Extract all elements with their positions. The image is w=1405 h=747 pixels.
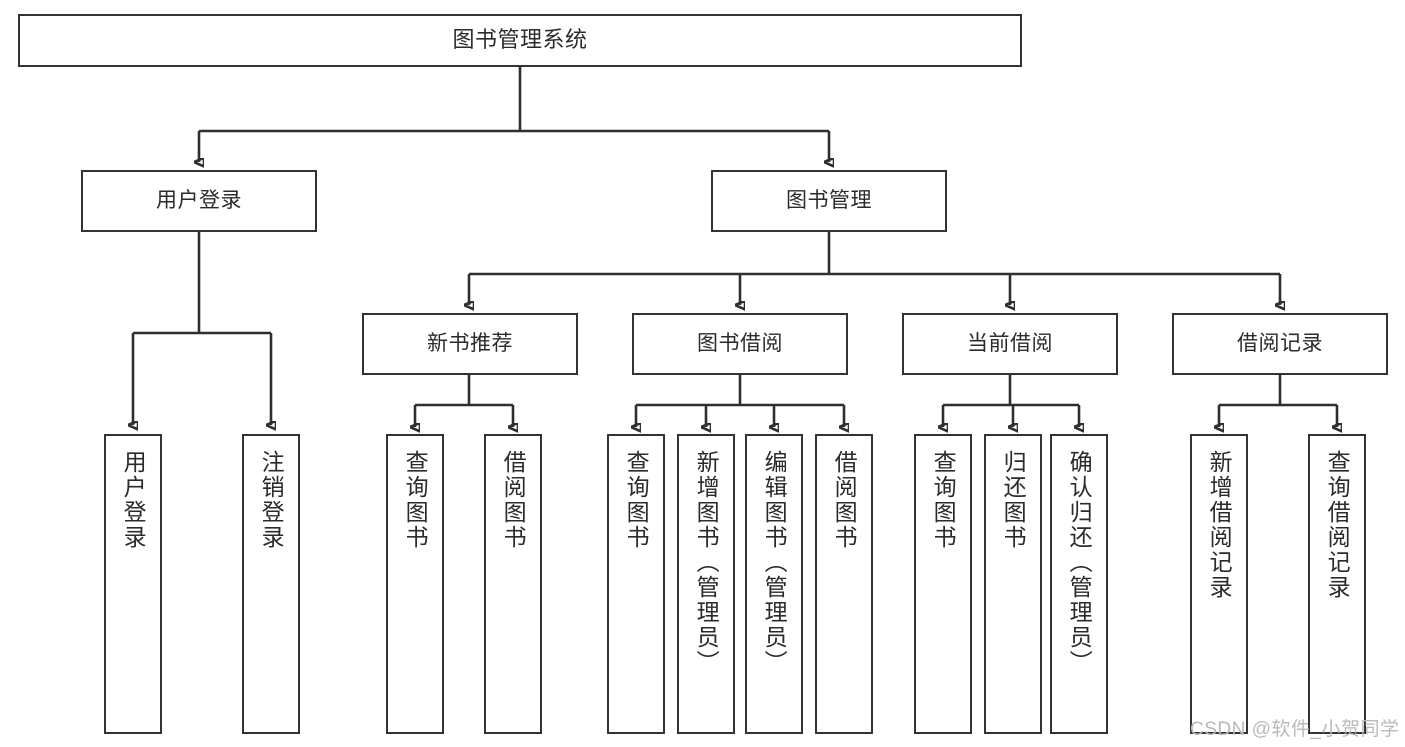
node-label: 借阅记录 [1237, 332, 1323, 356]
node-label: 查询图书 [930, 450, 957, 550]
node-label: 图书管理系统 [452, 27, 588, 53]
node-book-borrow[interactable]: 图书借阅 [632, 313, 848, 375]
node-current-borrow[interactable]: 当前借阅 [902, 313, 1118, 375]
leaf-record-add-record[interactable]: 新增借阅记录 [1190, 434, 1248, 734]
leaf-current-confirm-return-admin[interactable]: 确认归还（管理员） [1050, 434, 1108, 734]
node-label: 新增借阅记录 [1206, 450, 1233, 600]
node-label: 当前借阅 [967, 332, 1053, 356]
watermark: CSDN @软件_小贺同学 [1190, 719, 1400, 740]
node-label: 确认归还（管理员） [1066, 450, 1093, 675]
node-label: 查询借阅记录 [1324, 450, 1351, 600]
node-label: 查询图书 [623, 450, 650, 550]
leaf-borrow-add-book-admin[interactable]: 新增图书（管理员） [677, 434, 735, 734]
node-label: 新增图书（管理员） [693, 450, 720, 675]
node-label: 图书管理 [786, 189, 872, 213]
leaf-user-login-logout[interactable]: 注销登录 [242, 434, 300, 734]
node-user-login[interactable]: 用户登录 [81, 170, 317, 232]
node-label: 图书借阅 [697, 332, 783, 356]
node-label: 用户登录 [156, 189, 242, 213]
leaf-recommend-borrow-book[interactable]: 借阅图书 [484, 434, 542, 734]
node-label: 用户登录 [120, 450, 147, 550]
leaf-record-query-record[interactable]: 查询借阅记录 [1308, 434, 1366, 734]
node-label: 借阅图书 [831, 450, 858, 550]
node-book-management[interactable]: 图书管理 [711, 170, 947, 232]
node-label: 注销登录 [258, 450, 285, 550]
node-label: 查询图书 [402, 450, 429, 550]
leaf-current-query-book[interactable]: 查询图书 [914, 434, 972, 734]
node-label: 新书推荐 [427, 332, 513, 356]
leaf-current-return-book[interactable]: 归还图书 [984, 434, 1042, 734]
leaf-recommend-query-book[interactable]: 查询图书 [386, 434, 444, 734]
node-new-book-recommend[interactable]: 新书推荐 [362, 313, 578, 375]
node-label: 借阅图书 [500, 450, 527, 550]
leaf-user-login-login[interactable]: 用户登录 [104, 434, 162, 734]
leaf-borrow-query-book[interactable]: 查询图书 [607, 434, 665, 734]
node-label: 编辑图书（管理员） [761, 450, 788, 675]
node-borrow-record[interactable]: 借阅记录 [1172, 313, 1388, 375]
node-root-system[interactable]: 图书管理系统 [18, 14, 1022, 67]
leaf-borrow-borrow-book[interactable]: 借阅图书 [815, 434, 873, 734]
node-label: 归还图书 [1000, 450, 1027, 550]
leaf-borrow-edit-book-admin[interactable]: 编辑图书（管理员） [745, 434, 803, 734]
